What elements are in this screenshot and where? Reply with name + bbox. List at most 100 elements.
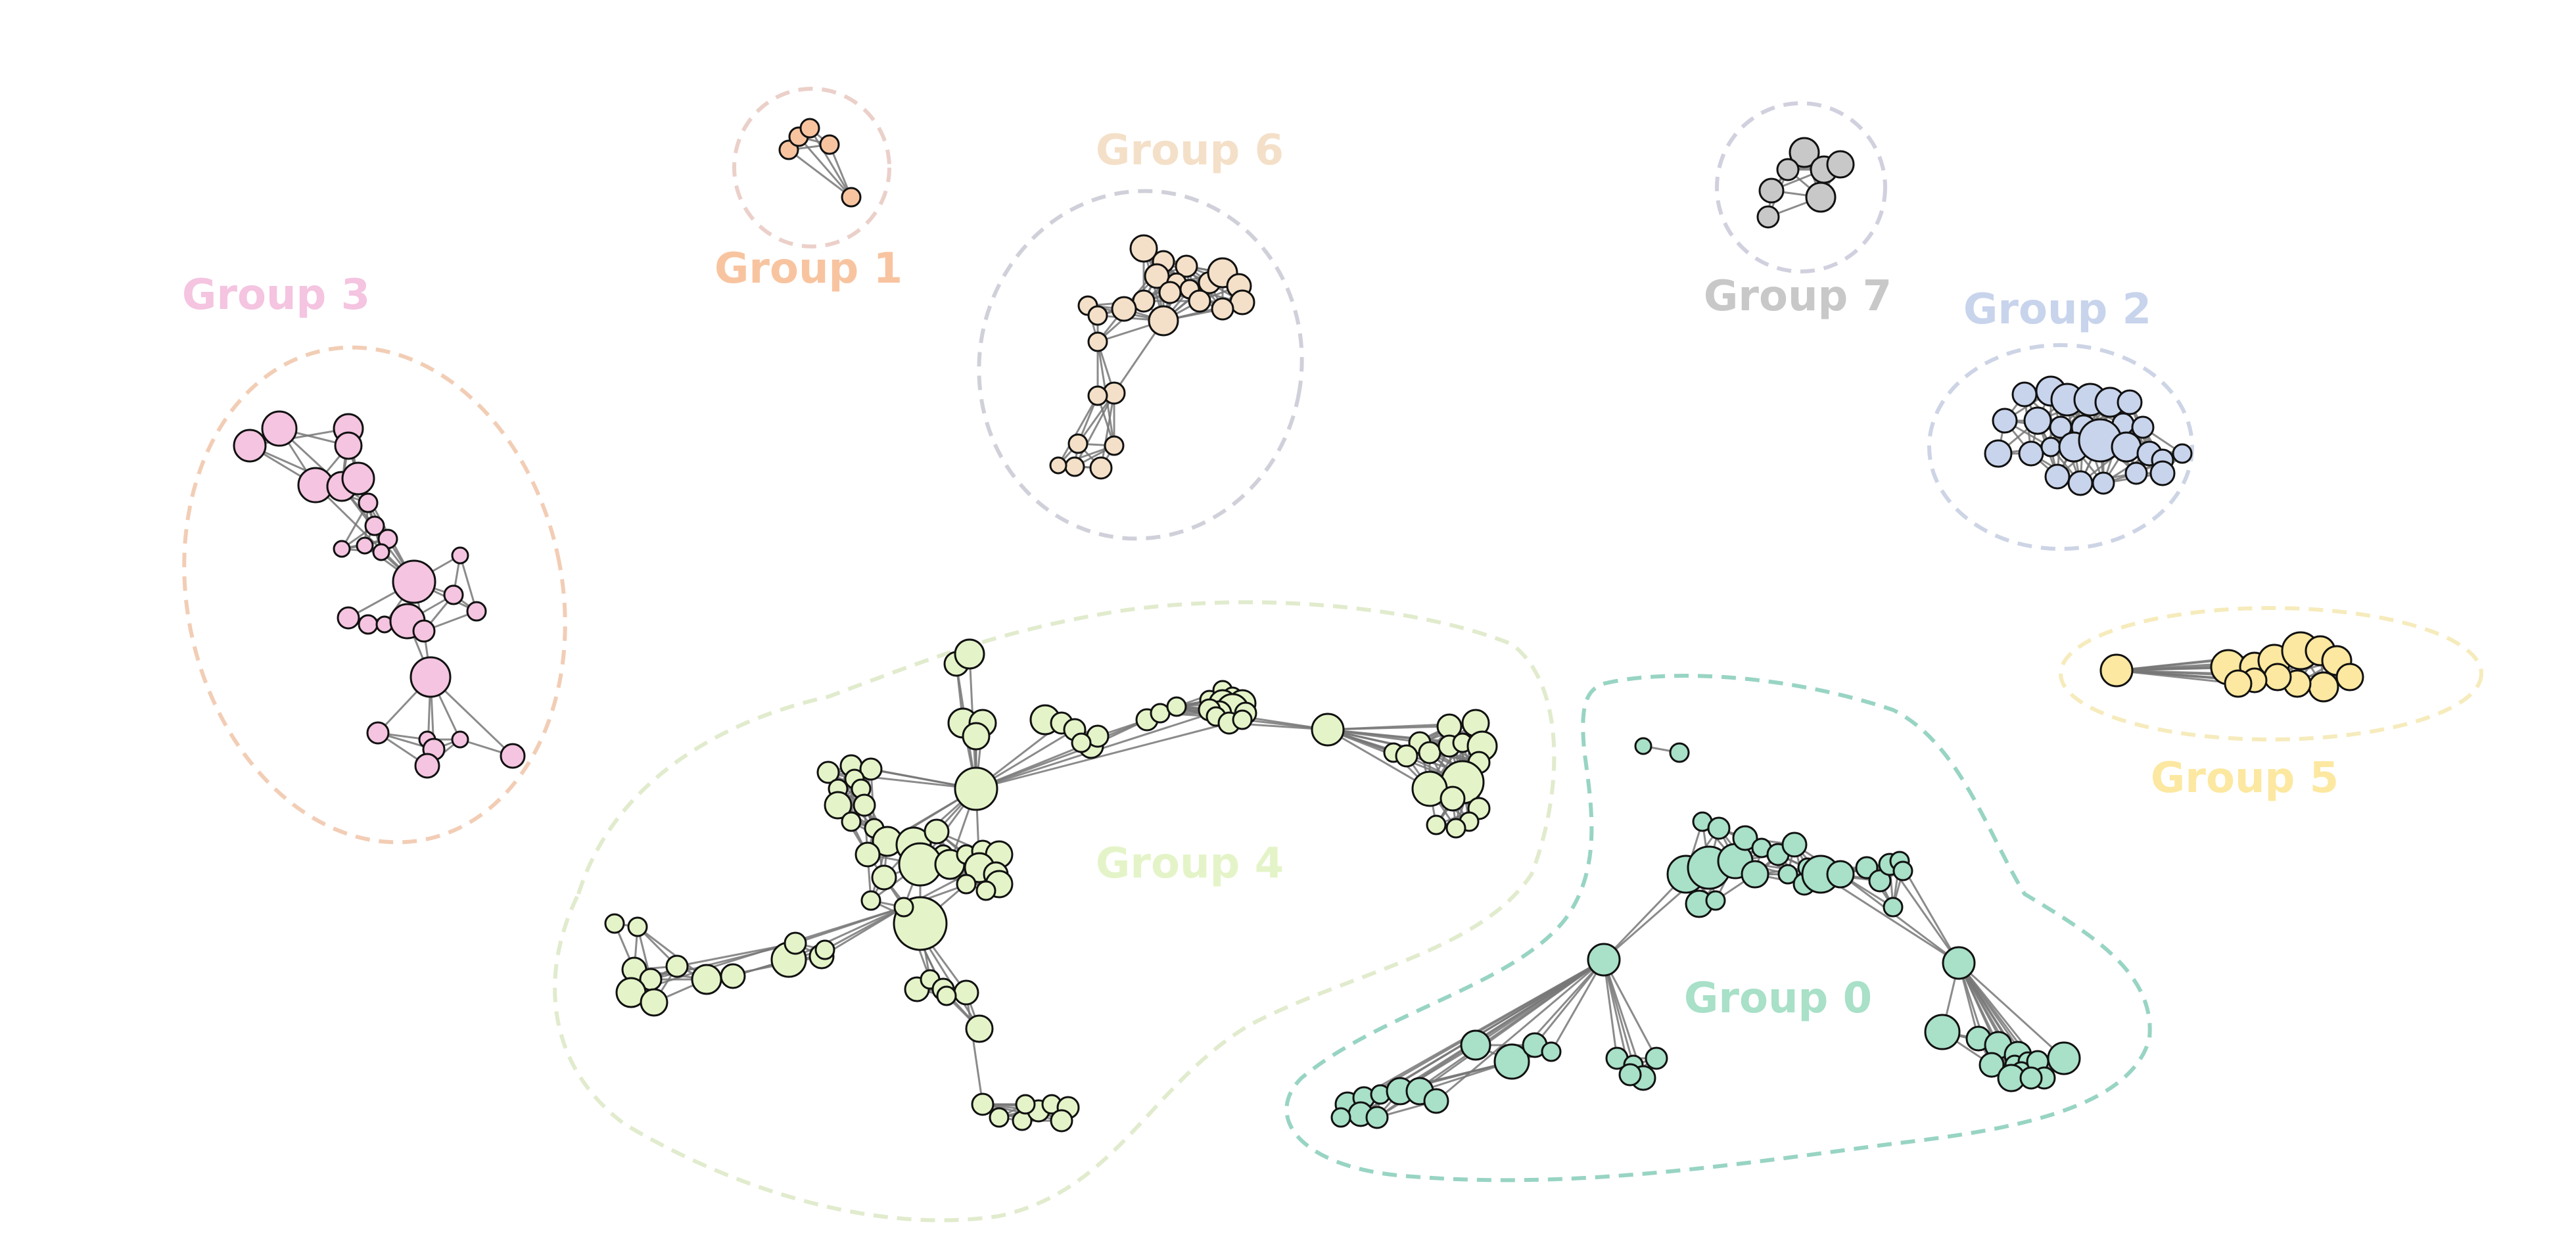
node-g3-16: [466, 601, 487, 622]
node-g2-23: [2067, 470, 2094, 496]
node-g4-91: [953, 979, 979, 1006]
node-g5-7: [2335, 663, 2364, 692]
node-g4-34: [893, 897, 914, 918]
node-g6-24: [1104, 435, 1125, 456]
node-g5-10: [2263, 663, 2292, 692]
node-g4-79: [665, 954, 689, 978]
node-g7-0: [1789, 137, 1820, 168]
node-g4-87: [640, 988, 668, 1017]
node-g3-27: [451, 730, 469, 749]
node-g4-81: [720, 963, 746, 989]
node-g4-100: [1015, 1094, 1036, 1115]
node-g3-3: [334, 431, 363, 460]
node-g3-0: [233, 429, 267, 463]
group-labels: Group 3 Group 1 Group 6 Group 7 Group 2 …: [182, 126, 2339, 1023]
node-g6-10: [1211, 297, 1234, 321]
node-g3-17: [337, 606, 360, 630]
node-g4-30: [956, 874, 977, 895]
node-g3-18: [358, 614, 379, 635]
hull-g4: [553, 600, 1557, 1223]
hull-g0: [1284, 674, 2152, 1183]
node-g4-76: [627, 916, 648, 937]
hull-g7: [1715, 101, 1887, 273]
node-g0-54: [1423, 1088, 1449, 1114]
node-g2-0: [2011, 381, 2038, 408]
node-g1-2: [799, 118, 820, 139]
edge-g4-5-48: [975, 702, 1243, 790]
edge-g6-20-25: [1057, 395, 1099, 466]
node-g0-41: [1493, 1043, 1530, 1080]
hull-g5: [2059, 606, 2483, 741]
node-g7-4: [1758, 177, 1785, 204]
node-g0-57: [1330, 1107, 1351, 1128]
node-g2-24: [2092, 471, 2115, 495]
node-g3-14: [451, 546, 469, 565]
node-g2-18: [2111, 431, 2142, 463]
node-g3-11: [372, 543, 390, 561]
group-hulls: [182, 87, 2483, 1223]
node-g3-8: [364, 515, 385, 536]
node-g4-8: [859, 757, 883, 781]
node-g0-33: [1979, 1052, 2005, 1078]
node-g0-0: [1634, 737, 1652, 755]
node-g3-15: [443, 584, 464, 605]
edge-g0-25-46: [1603, 959, 1658, 1059]
node-g4-19: [924, 818, 950, 845]
edge-g4-5-41: [975, 718, 1148, 790]
edge-g4-5-54: [975, 722, 1230, 790]
node-g4-12: [824, 791, 853, 820]
hull-g1: [732, 87, 891, 248]
edge-g0-16-26: [1820, 873, 1959, 964]
node-g4-29: [975, 880, 996, 901]
node-g2-15: [2040, 436, 2061, 457]
hull-g6: [977, 189, 1304, 541]
node-g5-8: [2308, 671, 2339, 703]
edge-g1-1-4: [797, 136, 853, 198]
node-g4-92: [936, 985, 957, 1006]
node-g4-84: [784, 931, 807, 955]
edge-g0-25-54: [1436, 958, 1604, 1102]
node-g0-40: [1460, 1029, 1491, 1061]
node-g1-4: [841, 187, 862, 208]
group-label-7: Group 7: [1704, 272, 1892, 321]
group-label-2: Group 2: [1963, 285, 2151, 334]
node-g0-3: [1707, 816, 1731, 840]
group-label-3: Group 3: [182, 271, 370, 319]
edge-g0-26-36: [1957, 962, 2065, 1060]
node-g0-25: [1587, 943, 1621, 977]
node-g0-56: [1365, 1106, 1389, 1129]
node-g7-6: [1756, 205, 1780, 229]
node-g4-43: [1166, 696, 1187, 717]
node-g7-5: [1805, 181, 1837, 213]
group-label-5: Group 5: [2151, 754, 2339, 803]
node-g0-39: [2019, 1066, 2043, 1090]
nodes-layer: [233, 118, 2364, 1133]
node-g0-43: [1541, 1041, 1562, 1062]
node-g7-2: [1776, 158, 1800, 181]
node-g2-5: [2117, 389, 2143, 415]
node-g0-36: [2047, 1041, 2081, 1075]
node-g0-27: [1924, 1014, 1961, 1050]
edge-g0-25-42: [1534, 959, 1605, 1046]
edge-g4-91-94: [965, 992, 984, 1105]
node-g4-74: [1445, 818, 1466, 839]
node-g7-3: [1826, 150, 1855, 179]
hull-g2: [1927, 343, 2194, 551]
node-g2-26: [2149, 460, 2176, 486]
node-g3-7: [358, 492, 379, 513]
node-g6-3: [1144, 263, 1170, 289]
node-g0-10: [1732, 825, 1758, 851]
node-g4-32: [860, 890, 881, 911]
edges-layer: [249, 127, 2351, 1122]
node-g3-10: [356, 536, 374, 555]
node-g0-24: [1883, 897, 1904, 918]
node-g3-23: [366, 721, 390, 745]
hull-g3: [182, 345, 567, 845]
node-g6-9: [1229, 289, 1255, 316]
node-g2-13: [1984, 439, 2013, 468]
node-g3-26: [414, 753, 440, 779]
node-g6-20: [1087, 385, 1108, 406]
edge-g1-2-4: [808, 128, 853, 198]
group-label-1: Group 1: [714, 245, 902, 293]
